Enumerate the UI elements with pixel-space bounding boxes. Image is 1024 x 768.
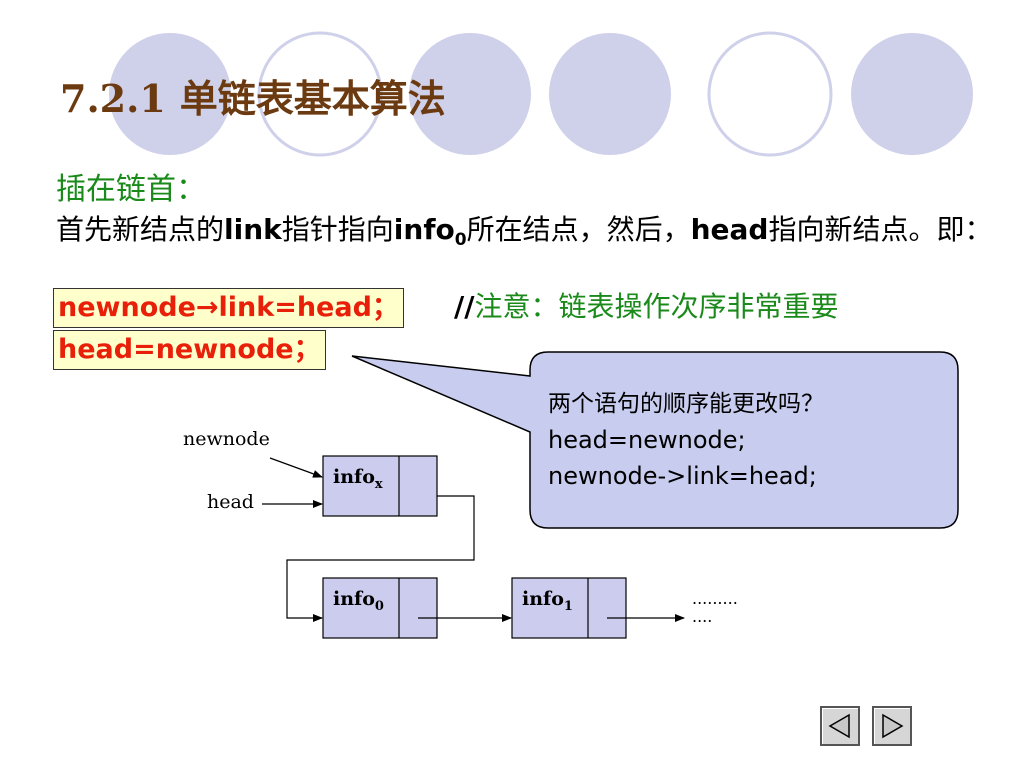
next-slide-button[interactable]: [872, 706, 912, 746]
subtitle: 插在链首：: [56, 172, 206, 207]
code-line-2: head=newnode；: [53, 330, 326, 370]
node-1: [511, 577, 627, 639]
deco-circle-4: [549, 33, 671, 155]
callout-question: 两个语句的顺序能更改吗？: [548, 391, 824, 417]
para-bold-head: head: [690, 213, 769, 246]
node-1-label: info1: [522, 588, 573, 614]
callout-code-1: head=newnode;: [548, 426, 746, 454]
deco-circle-6: [851, 33, 973, 155]
para-text-2: 指针指向: [281, 213, 394, 246]
newnode-arrow: [269, 457, 323, 478]
para-bold-info: info0: [393, 213, 467, 250]
deco-circle-5: [707, 31, 833, 157]
para-bold-link: link: [224, 213, 282, 246]
code-line-1: newnode→link=head；: [53, 288, 404, 328]
para-text-1: 首先新结点的: [56, 213, 225, 246]
node-0: [322, 577, 438, 639]
node-0-label: info0: [333, 588, 384, 614]
code-comment: //注意：链表操作次序非常重要: [454, 288, 838, 326]
section-number: 7.2.1: [60, 76, 166, 121]
description-paragraph: 首先新结点的link指针指向info0所在结点，然后，head指向新结点。即：: [56, 210, 1006, 260]
node-x-label: infox: [333, 466, 383, 492]
para-text-4: 指向新结点。即：: [768, 213, 993, 246]
continuation-dots: ......... ....: [692, 590, 738, 626]
deco-circle-2: [257, 31, 383, 157]
dots-line-2: ....: [692, 607, 713, 626]
label-newnode: newnode: [183, 428, 270, 450]
prev-slide-button[interactable]: [820, 706, 860, 746]
title-text: 单链表基本算法: [179, 76, 446, 121]
deco-circle-3: [409, 33, 531, 155]
para-text-3: 所在结点，然后，: [466, 213, 691, 246]
callout-text: 两个语句的顺序能更改吗？ head=newnode; newnode->link…: [548, 386, 938, 494]
deco-circle-1: [109, 33, 231, 155]
label-head: head: [207, 491, 254, 513]
comment-text: 注意：链表操作次序非常重要: [474, 290, 839, 323]
node-x: [322, 455, 438, 517]
dots-line-1: .........: [692, 589, 738, 608]
callout-shape: [351, 351, 959, 529]
triangle-right-icon: [882, 713, 904, 739]
comment-slashes: //: [454, 290, 475, 323]
callout-code-2: newnode->link=head;: [548, 462, 817, 490]
triangle-left-icon: [828, 713, 850, 739]
nodex-link-arrow: [286, 495, 475, 622]
page-title: 7.2.1 单链表基本算法: [60, 68, 446, 123]
